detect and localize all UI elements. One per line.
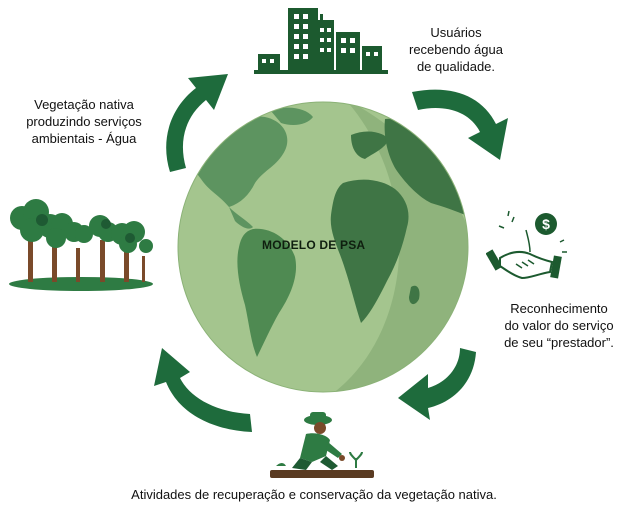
forest-trees-icon <box>9 199 153 291</box>
arrow-to-restoration <box>398 348 476 420</box>
svg-text:$: $ <box>542 216 550 232</box>
handshake-money-icon: $ <box>486 210 567 280</box>
label-restoration: Atividades de recuperação e conservação … <box>131 487 497 502</box>
globe <box>177 101 469 393</box>
farmer-planting-icon <box>270 412 374 478</box>
arrow-to-recognition <box>412 89 508 160</box>
arrow-to-vegetation <box>154 348 252 432</box>
label-recognition: Reconhecimento do valor do serviço de se… <box>504 301 614 350</box>
label-users: Usuários recebendo água de qualidade. <box>409 25 503 74</box>
label-vegetation: Vegetação nativa produzindo serviços amb… <box>26 97 142 146</box>
globe-title: MODELO DE PSA <box>262 238 366 252</box>
arrow-to-users <box>166 74 228 172</box>
city-buildings-icon <box>254 8 388 74</box>
